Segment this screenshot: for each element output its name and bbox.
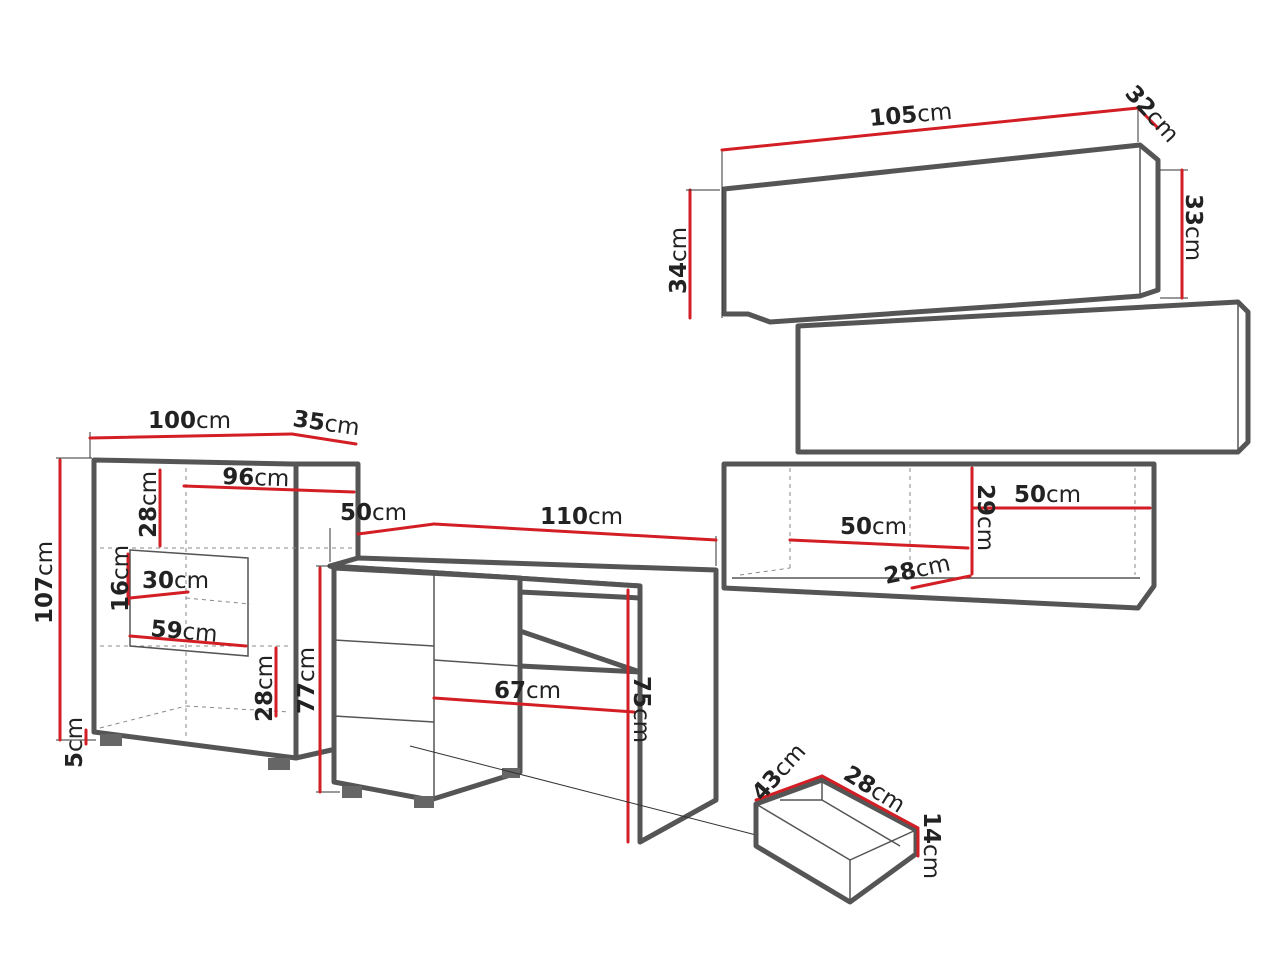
wall-shelf-open xyxy=(721,461,1157,611)
wall-shelf-open-body xyxy=(721,461,1157,611)
desk-knee-top xyxy=(433,659,521,667)
dimension-line xyxy=(754,774,824,802)
label-cabinet-width: 100cm xyxy=(148,408,231,434)
dimension-line xyxy=(820,774,920,830)
wall-shelf-middle xyxy=(795,299,1251,455)
cabinet-foot xyxy=(100,734,122,746)
desk-foot xyxy=(502,768,520,778)
cabinet-niche xyxy=(129,549,249,657)
drawer-side-top xyxy=(849,829,917,861)
label-shelf-width: 105cm xyxy=(868,99,953,132)
dimension-line xyxy=(88,432,294,440)
dimension-line xyxy=(182,484,356,494)
drawer-line xyxy=(333,639,435,647)
drawer-detail xyxy=(753,774,920,905)
desk-pedestal xyxy=(331,565,523,803)
label-desk-depth: 50cm xyxy=(340,500,407,526)
label-shelf-height-right: 33cm xyxy=(1180,194,1206,261)
label-shelf-height-left: 34cm xyxy=(666,227,692,294)
label-desk-height: 77cm xyxy=(294,647,320,714)
dimension-line xyxy=(788,538,970,550)
label-cabinet-feet: 5cm xyxy=(62,717,88,768)
desk xyxy=(316,522,761,845)
dimension-line xyxy=(720,106,1140,152)
hidden-edge xyxy=(739,567,791,576)
label-desk-width: 110cm xyxy=(540,504,623,530)
dimension-line xyxy=(128,634,248,648)
leader-line xyxy=(409,745,761,837)
drawer-front-top xyxy=(755,803,851,861)
label-cabinet-niche-height: 16cm xyxy=(108,545,134,612)
label-open-shelf-inner-height: 29cm xyxy=(972,484,998,551)
cabinet-foot xyxy=(268,758,290,770)
label-open-shelf-inner-left: 50cm xyxy=(840,514,907,540)
dimension-line xyxy=(432,696,636,714)
label-shelf-depth: 32cm xyxy=(1120,81,1184,148)
label-desk-knee-width: 67cm xyxy=(494,678,561,704)
label-open-shelf-inner-right: 50cm xyxy=(1014,482,1081,508)
wall-shelf-top-body xyxy=(721,142,1161,325)
label-desk-knee-height: 75cm xyxy=(628,676,654,743)
cabinet-top-edge xyxy=(93,459,359,465)
label-cabinet-niche-depth: 30cm xyxy=(142,568,209,594)
label-cabinet-top-compartment: 28cm xyxy=(136,471,162,538)
cabinet xyxy=(56,432,361,770)
desk-foot xyxy=(342,786,362,798)
dimension-line xyxy=(1136,106,1160,130)
dimension-line xyxy=(128,590,190,600)
desk-foot xyxy=(414,796,434,808)
label-cabinet-depth: 35cm xyxy=(291,406,361,441)
hidden-edge xyxy=(99,705,187,729)
dimension-line xyxy=(432,522,718,542)
label-cabinet-niche-width: 59cm xyxy=(149,616,218,648)
label-cabinet-inner-width: 96cm xyxy=(222,464,290,492)
label-cabinet-bottom-compartment: 28cm xyxy=(252,655,278,722)
dimension-line xyxy=(290,432,358,446)
hidden-edge xyxy=(185,597,251,605)
label-cabinet-height: 107cm xyxy=(32,541,58,624)
drawer-line xyxy=(333,715,435,723)
dimension-line xyxy=(356,522,436,536)
wall-shelf-top xyxy=(686,106,1188,325)
dimension-line xyxy=(910,574,972,590)
label-drawer-height: 14cm xyxy=(918,812,944,879)
hidden-edge xyxy=(185,705,291,713)
wall-shelf-middle-body xyxy=(795,299,1251,455)
drawer-inner-bottom xyxy=(821,799,901,847)
